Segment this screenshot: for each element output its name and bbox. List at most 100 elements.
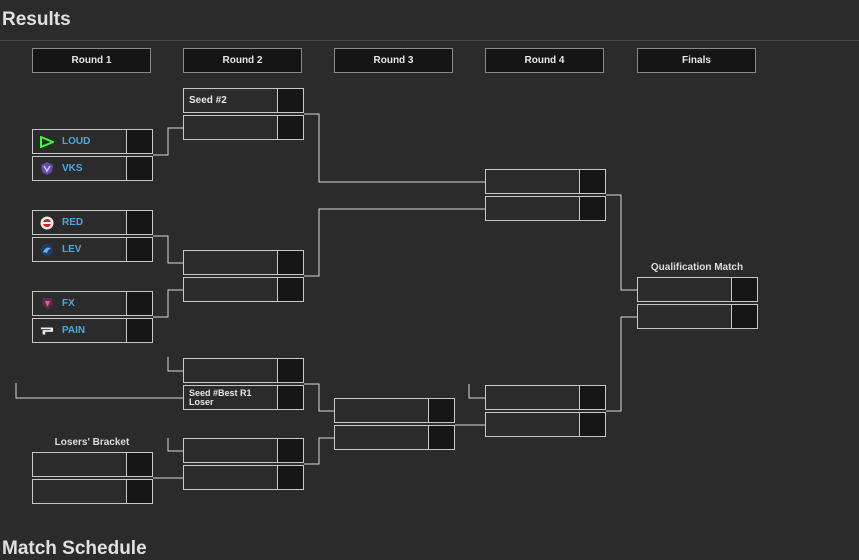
team-slot[interactable] [183, 115, 304, 140]
score-box [428, 399, 454, 422]
team-name: FX [62, 297, 75, 309]
team-name [486, 170, 579, 193]
score-box [277, 359, 303, 382]
round1-match-3: FX PAIN [32, 291, 153, 345]
team-name [184, 466, 277, 489]
qualification-match-label: Qualification Match [650, 262, 744, 273]
team-name [638, 305, 731, 328]
score-box [277, 466, 303, 489]
round4-match-2 [485, 385, 606, 439]
score-box [126, 211, 152, 234]
team-name [638, 278, 731, 301]
page-title: Results [2, 9, 71, 30]
losers-bracket-label: Losers' Bracket [54, 437, 130, 448]
team-slot[interactable]: Seed #2 [183, 88, 304, 113]
team-name [184, 278, 277, 301]
team-slot[interactable] [637, 277, 758, 302]
team-name: VKS [62, 162, 83, 174]
team-name [486, 386, 579, 409]
round2-match-4 [183, 438, 304, 492]
team-name [486, 197, 579, 220]
team-name: Seed #2 [189, 94, 227, 106]
score-box [579, 197, 605, 220]
vks-logo-icon [40, 162, 54, 176]
score-box [126, 319, 152, 342]
round-2-header: Round 2 [183, 48, 302, 73]
team-slot[interactable] [334, 425, 455, 450]
score-box [277, 439, 303, 462]
title-divider [0, 40, 859, 41]
team-name: PAIN [62, 324, 86, 336]
team-slot-pain[interactable]: PAIN [32, 318, 153, 343]
score-box [579, 170, 605, 193]
pain-logo-icon [40, 324, 54, 338]
team-name: Seed #Best R1 Loser [189, 387, 252, 407]
team-name [335, 399, 428, 422]
team-slot-lev[interactable]: LEV [32, 237, 153, 262]
red-logo-icon [40, 216, 54, 230]
team-name [184, 116, 277, 139]
round1-match-1: LOUD VKS [32, 129, 153, 183]
score-box [126, 130, 152, 153]
team-name: LOUD [62, 135, 91, 147]
team-slot[interactable] [32, 479, 153, 504]
score-box [126, 453, 152, 476]
round2-match-3: Seed #Best R1 Loser [183, 358, 304, 412]
round4-match-1 [485, 169, 606, 223]
loud-logo-icon [40, 135, 54, 149]
fx-logo-icon [40, 297, 54, 311]
team-name: RED [62, 216, 84, 228]
score-box [428, 426, 454, 449]
team-name: LEV [62, 243, 82, 255]
team-name [33, 453, 126, 476]
team-name [184, 439, 277, 462]
score-box [579, 413, 605, 436]
team-name [184, 251, 277, 274]
team-slot[interactable] [485, 385, 606, 410]
team-slot[interactable] [183, 465, 304, 490]
team-slot[interactable] [334, 398, 455, 423]
team-slot[interactable] [183, 358, 304, 383]
round-3-header: Round 3 [334, 48, 453, 73]
team-slot[interactable] [32, 452, 153, 477]
score-box [277, 278, 303, 301]
team-slot-vks[interactable]: VKS [32, 156, 153, 181]
team-slot-fx[interactable]: FX [32, 291, 153, 316]
finals-header: Finals [637, 48, 756, 73]
team-slot[interactable] [183, 277, 304, 302]
team-name [486, 413, 579, 436]
round-1-header: Round 1 [32, 48, 151, 73]
round-4-header: Round 4 [485, 48, 604, 73]
score-box [277, 386, 303, 409]
score-box [731, 305, 757, 328]
team-slot-red[interactable]: RED [32, 210, 153, 235]
team-slot[interactable]: Seed #Best R1 Loser [183, 385, 304, 410]
round2-match-1: Seed #2 [183, 88, 304, 142]
team-name [33, 480, 126, 503]
losers-match-1 [32, 452, 153, 506]
score-box [126, 238, 152, 261]
lev-logo-icon [40, 243, 54, 257]
score-box [126, 157, 152, 180]
score-box [126, 480, 152, 503]
score-box [126, 292, 152, 315]
score-box [731, 278, 757, 301]
round2-match-2 [183, 250, 304, 304]
team-name [335, 426, 428, 449]
team-slot[interactable] [183, 438, 304, 463]
team-slot[interactable] [183, 250, 304, 275]
team-slot[interactable] [485, 412, 606, 437]
score-box [579, 386, 605, 409]
team-slot[interactable] [485, 196, 606, 221]
team-slot[interactable] [485, 169, 606, 194]
match-schedule-heading: Match Schedule [2, 538, 147, 559]
score-box [277, 89, 303, 112]
finals-match [637, 277, 758, 331]
round3-match-1 [334, 398, 455, 452]
score-box [277, 251, 303, 274]
score-box [277, 116, 303, 139]
team-slot-loud[interactable]: LOUD [32, 129, 153, 154]
team-name [184, 359, 277, 382]
team-slot[interactable] [637, 304, 758, 329]
